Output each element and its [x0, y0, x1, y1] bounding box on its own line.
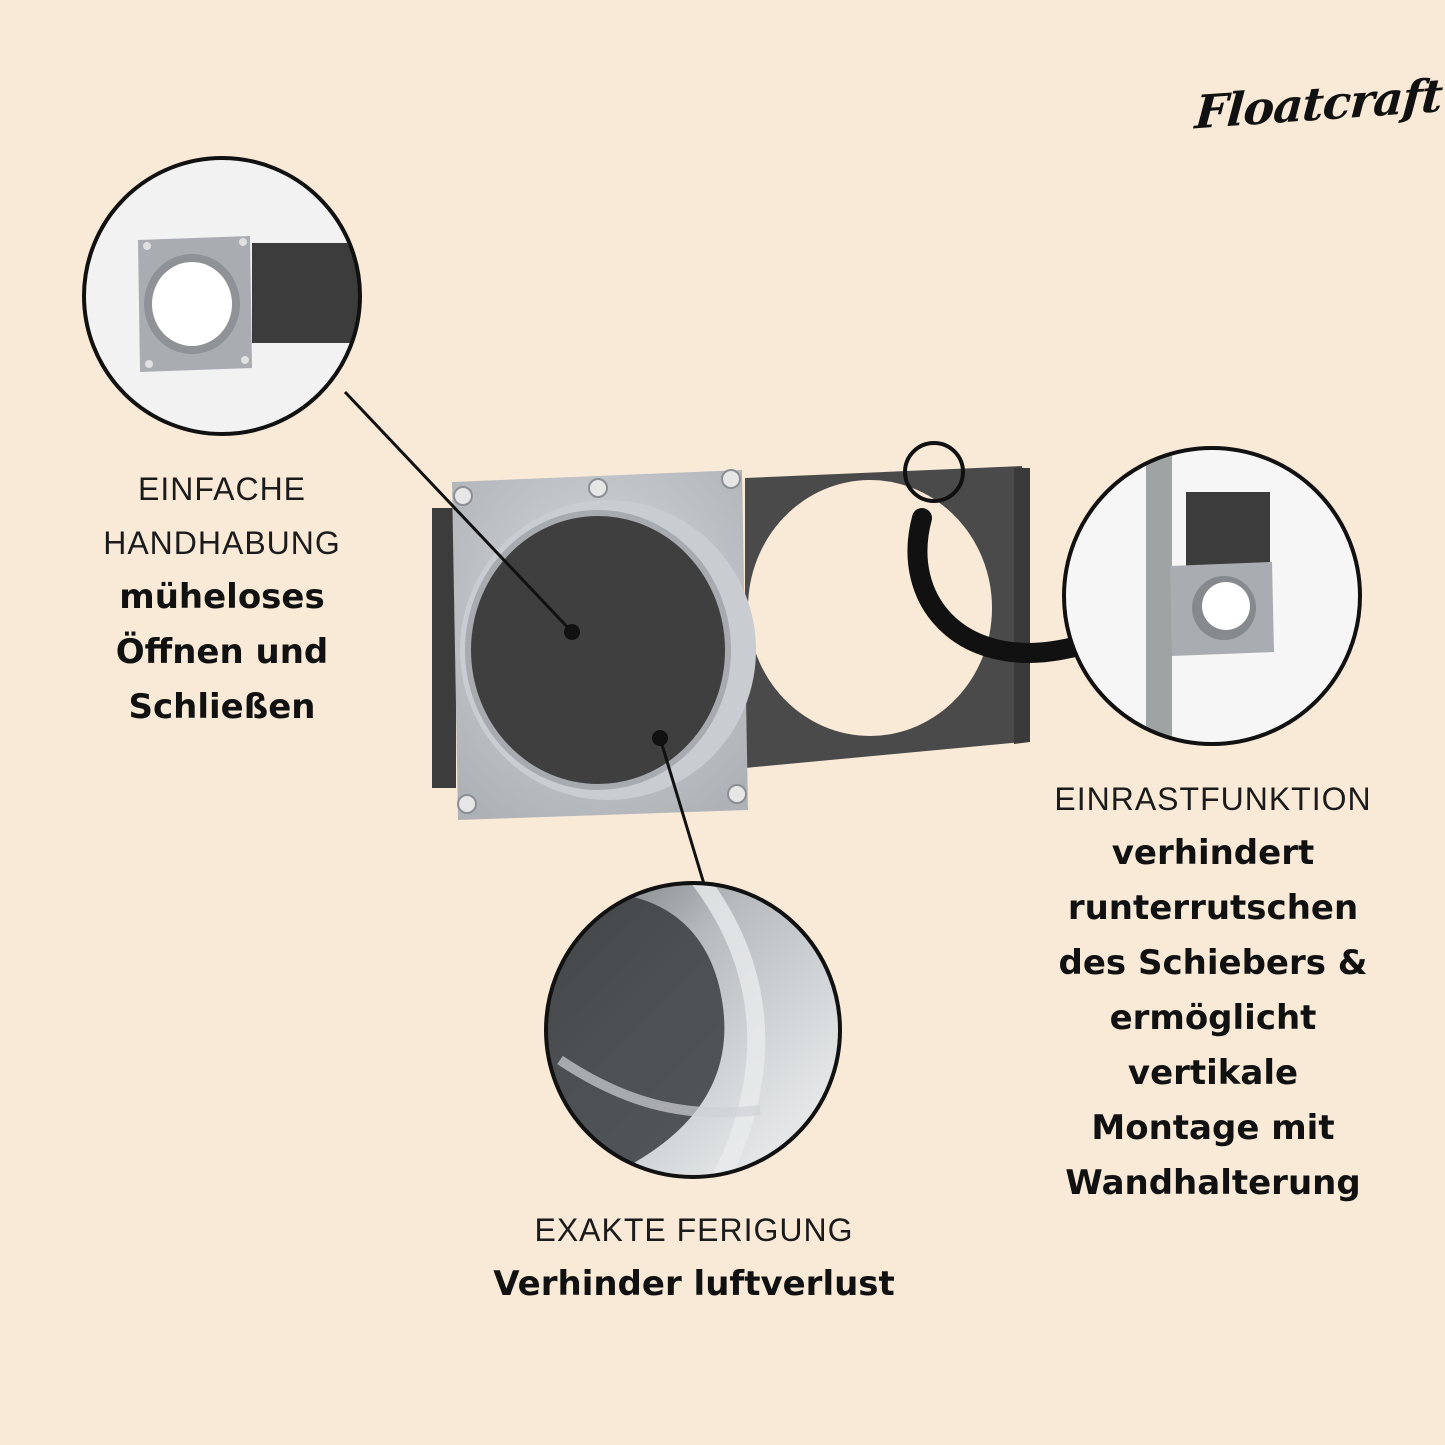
precision-detail: Verhinder luftverlust: [493, 1264, 895, 1304]
snap-detail-line-6: Montage mit: [1091, 1108, 1335, 1148]
connector-dot-handling: [564, 624, 580, 640]
connector-dot-precision: [652, 730, 668, 746]
snap-detail-line-3: des Schiebers &: [1058, 943, 1368, 983]
inset-precision: [544, 881, 842, 1179]
handling-detail-line-1: müheloses: [119, 577, 325, 617]
slider-opening: [748, 480, 992, 736]
inset-snap: [1062, 446, 1362, 746]
curved-arrow: [907, 508, 1130, 663]
snap-detail-line-5: vertikale: [1127, 1053, 1299, 1093]
inset-handling: [82, 156, 362, 436]
handling-detail-line-3: Schließen: [128, 687, 316, 727]
snap-heading: EINRASTFUNKTION: [1054, 781, 1372, 817]
handling-detail-line-2: Öffnen und: [115, 632, 329, 672]
snap-detail-line-7: Wandhalterung: [1065, 1163, 1361, 1203]
callout-handling: EINFACHE HANDHABUNG müheloses Öffnen und…: [70, 462, 374, 735]
pipe-inner: [468, 513, 728, 787]
snap-detail-line-4: ermöglicht: [1109, 998, 1317, 1038]
handling-heading-line-1: EINFACHE: [137, 471, 307, 507]
precision-heading: EXAKTE FERIGUNG: [534, 1212, 854, 1248]
callout-snap: EINRASTFUNKTION verhindert runterrutsche…: [1020, 772, 1406, 1211]
snap-marker-circle: [903, 441, 965, 503]
snap-detail-line-1: verhindert: [1111, 833, 1315, 873]
main-product: [432, 466, 1030, 820]
handling-heading-line-2: HANDHABUNG: [103, 525, 341, 561]
connector-line-precision: [658, 737, 706, 885]
callout-precision: EXAKTE FERIGUNG Verhinder luftverlust: [440, 1203, 948, 1312]
snap-detail-line-2: runterrutschen: [1067, 888, 1359, 928]
connector-line-handling: [343, 390, 574, 634]
